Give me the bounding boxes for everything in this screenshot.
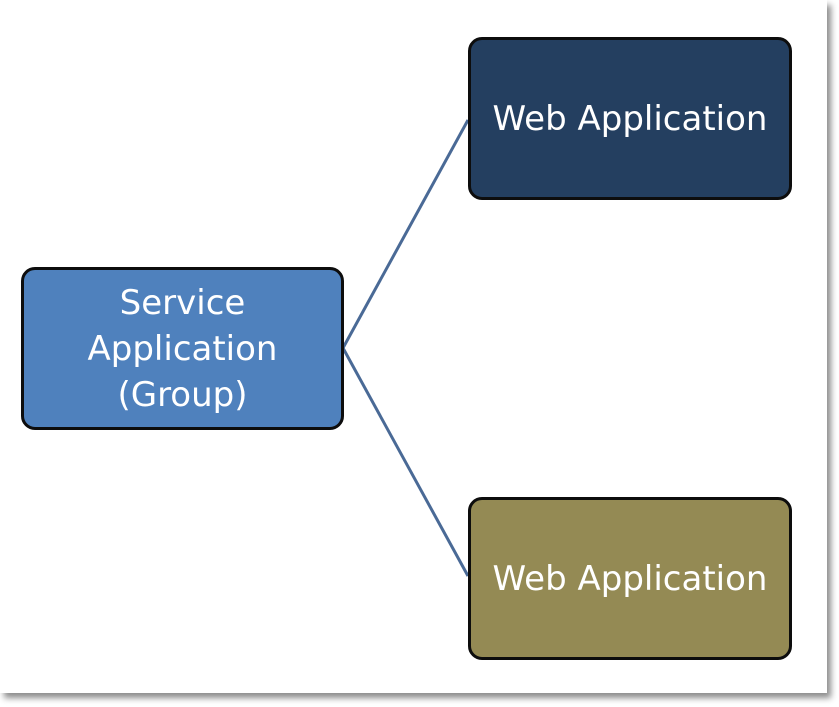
web-application-node-1: Web Application — [468, 37, 792, 200]
service-application-node: Service Application (Group) — [21, 267, 344, 430]
connector-to-web-application-1 — [341, 119, 470, 349]
connector-to-web-application-2 — [341, 347, 470, 577]
service-application-line-1: Service — [119, 282, 246, 323]
web-application-label-1: Web Application — [492, 98, 768, 139]
service-application-line-3: (Group) — [117, 374, 248, 415]
service-application-line-2: Application — [87, 328, 278, 369]
web-application-node-2: Web Application — [468, 497, 792, 660]
web-application-label-2: Web Application — [492, 558, 768, 599]
